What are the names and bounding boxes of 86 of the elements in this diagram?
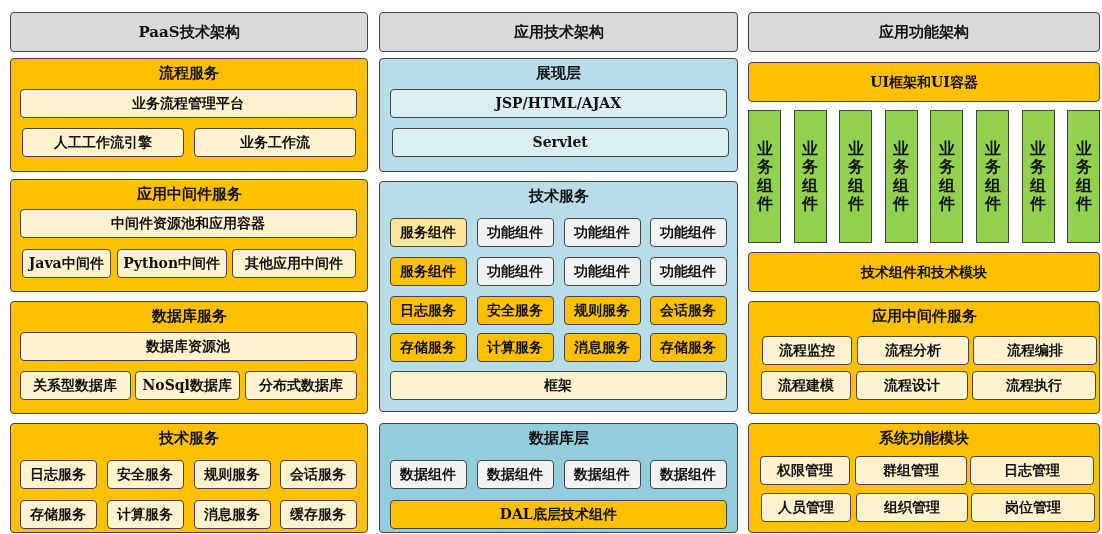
component-box: 关系型数据库: [19, 370, 131, 400]
component-box: Python中间件: [116, 248, 227, 278]
component-box: 计算服务: [106, 499, 184, 529]
component-box: 功能组件: [476, 256, 554, 286]
component-box: 服务组件: [389, 256, 467, 286]
component-box: Servlet: [391, 127, 729, 157]
component-box: 规则服务: [193, 459, 271, 489]
component-box: 缓存服务: [279, 499, 357, 529]
component-box: 数据组件: [476, 459, 554, 489]
component-box: 消息服务: [193, 499, 271, 529]
component-box: 数据库资源池: [19, 331, 357, 361]
component-box: NoSql数据库: [134, 370, 240, 400]
component-box: 流程编排: [972, 335, 1097, 365]
panel-heading: 应用中间件服务: [136, 185, 242, 203]
component-box: 数据组件: [563, 459, 641, 489]
section-panel: [10, 58, 368, 172]
component-box: 分布式数据库: [244, 370, 357, 400]
component-box: 存储服务: [389, 332, 467, 362]
component-bar: 业务组件: [884, 110, 918, 243]
section-panel: [379, 423, 738, 533]
section-panel: [10, 301, 368, 414]
panel-heading: 应用中间件服务: [871, 307, 977, 325]
component-box: 存储服务: [19, 499, 97, 529]
component-box: 日志管理: [969, 455, 1094, 485]
panel-heading: 系统功能模块: [879, 429, 969, 447]
component-box: 流程建模: [760, 370, 851, 400]
component-box: 权限管理: [759, 455, 850, 485]
component-bar: 业务组件: [839, 110, 873, 243]
component-bar: 业务组件: [976, 110, 1009, 243]
column-header: 应用功能架构: [748, 12, 1100, 52]
section-panel: [10, 179, 368, 292]
component-bar: 业务组件: [793, 110, 827, 243]
component-box: 会话服务: [649, 295, 727, 325]
component-box: 安全服务: [476, 295, 554, 325]
component-box: 日志服务: [389, 295, 467, 325]
component-box: 安全服务: [106, 459, 184, 489]
component-box: 业务流程管理平台: [19, 88, 357, 118]
component-box: 数据组件: [649, 459, 727, 489]
component-box: JSP/HTML/AJAX: [389, 88, 727, 118]
component-box: 功能组件: [649, 217, 727, 247]
component-box: 流程分析: [856, 335, 969, 365]
component-box: 规则服务: [563, 295, 641, 325]
component-box: 人工工作流引擎: [21, 127, 184, 157]
component-box: 框架: [389, 370, 727, 400]
section-panel: [379, 181, 738, 412]
component-box: 流程设计: [855, 370, 968, 400]
component-box: 数据组件: [389, 459, 467, 489]
panel-heading: 流程服务: [159, 64, 219, 82]
component-box: 其他应用中间件: [231, 248, 356, 278]
component-box: 业务工作流: [193, 127, 356, 157]
component-box: 会话服务: [279, 459, 357, 489]
component-box: 流程执行: [971, 370, 1096, 400]
section-panel: [10, 423, 368, 533]
panel-heading: 数据库服务: [151, 307, 227, 325]
component-box: 功能组件: [649, 256, 727, 286]
component-box: 消息服务: [563, 332, 641, 362]
column-header: 应用技术架构: [379, 12, 738, 52]
column-header: PaaS技术架构: [10, 12, 368, 52]
component-box: 组织管理: [855, 492, 968, 522]
component-box: 功能组件: [563, 217, 641, 247]
component-box: 服务组件: [389, 217, 467, 247]
component-box: 计算服务: [476, 332, 554, 362]
section-panel: [379, 58, 738, 172]
component-bar: 业务组件: [748, 110, 781, 243]
section-panel: [748, 423, 1100, 533]
component-bar: 业务组件: [1021, 110, 1055, 243]
component-bar: 业务组件: [930, 110, 964, 243]
component-box: 功能组件: [476, 217, 554, 247]
panel-heading: 技术服务: [159, 429, 219, 447]
component-box: 岗位管理: [970, 492, 1095, 522]
component-box: Java中间件: [21, 248, 111, 278]
component-box: 中间件资源池和应用容器: [19, 208, 357, 238]
component-box: 日志服务: [19, 459, 97, 489]
component-bar: 业务组件: [1067, 110, 1101, 243]
component-box: DAL底层技术组件: [389, 499, 727, 529]
panel-heading: 展现层: [536, 64, 581, 82]
component-box: 群组管理: [854, 455, 967, 485]
component-box: UI框架和UI容器: [748, 62, 1100, 102]
component-box: 技术组件和技术模块: [748, 252, 1100, 292]
component-box: 流程监控: [761, 335, 852, 365]
component-box: 人员管理: [760, 492, 851, 522]
component-box: 存储服务: [649, 332, 727, 362]
panel-heading: 技术服务: [528, 187, 589, 205]
section-panel: [748, 301, 1100, 414]
component-box: 功能组件: [563, 256, 641, 286]
panel-heading: 数据库层: [528, 429, 589, 447]
